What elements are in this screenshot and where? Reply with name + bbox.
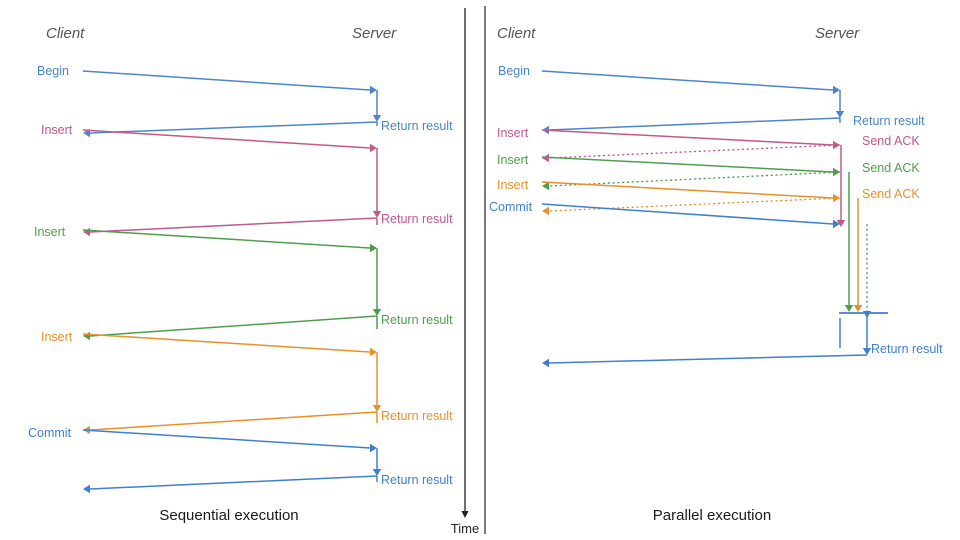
reply-arrow-line [89,217,378,233]
reply-label: Return result [871,342,943,356]
reply-label: Return result [381,212,453,226]
request-arrowhead [833,219,840,229]
message-label-commit: Commit [28,426,72,440]
time-axis: Time [451,8,479,536]
request-arrow-line [82,229,371,249]
ack-arrow-line [548,144,841,159]
time-axis-arrowhead [461,511,469,518]
panel-caption: Sequential execution [159,507,298,524]
reply-arrow-line [89,475,378,490]
request-arrow-line [541,70,834,91]
message-label-insert: Insert [497,126,529,140]
message-label-insert: Insert [497,153,529,167]
reply-label: Return result [381,119,453,133]
time-axis-label: Time [451,521,479,536]
request-arrow-line [541,156,834,173]
message-label-insert: Insert [497,178,529,192]
reply-arrow-line [89,315,378,337]
activation-arrowhead [372,469,382,476]
request-arrowhead [370,85,377,95]
activation-arrowhead [372,405,382,412]
reply-label: Return result [381,313,453,327]
message-label-insert: Insert [41,123,73,137]
lane-title-client: Client [497,25,536,42]
ack-label: Send ACK [862,134,920,148]
request-arrowhead [833,140,840,150]
request-arrow-line [82,429,371,449]
ack-arrow-line [548,171,841,187]
reply-label: Return result [381,409,453,423]
reply-label: Return result [381,473,453,487]
message-label-insert: Insert [41,330,73,344]
request-arrowhead [833,193,840,203]
reply-label: Return result [853,114,925,128]
request-arrowhead [833,85,840,95]
worker-branch-arrowhead [853,305,863,312]
message-label-begin: Begin [498,64,530,78]
ack-arrowhead [542,153,549,163]
activation-arrowhead [372,309,382,316]
reply-arrow-line [548,117,841,131]
reply-arrow-line [548,354,868,364]
lane-title-server: Server [352,25,397,42]
request-arrow-line [541,181,834,199]
request-arrowhead [370,143,377,153]
reply-arrowhead [83,227,90,237]
reply-arrowhead [83,331,90,341]
request-arrow-line [82,129,371,149]
panel-caption: Parallel execution [653,507,771,524]
activation-arrowhead [372,115,382,122]
worker-branch-arrowhead [844,305,854,312]
request-arrow-line [541,203,834,225]
reply-arrow-line [89,411,378,431]
ack-label: Send ACK [862,187,920,201]
worker-branch-arrowhead [836,220,846,227]
reply-arrowhead [83,484,90,494]
request-arrowhead [370,243,377,253]
lane-title-server: Server [815,25,860,42]
message-label-begin: Begin [37,64,69,78]
message-label-insert: Insert [34,225,66,239]
request-arrow-line [541,129,834,146]
reply-arrow-line [89,121,378,134]
request-arrowhead [833,167,840,177]
request-arrow-line [82,333,371,353]
reply-drop-arrowhead [862,348,872,355]
reply-arrowhead [542,358,549,368]
activation-arrowhead [372,211,382,218]
request-arrowhead [370,347,377,357]
request-arrow-line [82,70,371,91]
activation-arrowhead [835,111,845,118]
ack-arrowhead [542,206,549,216]
ack-label: Send ACK [862,161,920,175]
ack-arrow-line [548,197,841,212]
ack-arrowhead [542,181,549,191]
lane-title-client: Client [46,25,85,42]
request-arrowhead [370,443,377,453]
message-label-commit: Commit [489,200,533,214]
